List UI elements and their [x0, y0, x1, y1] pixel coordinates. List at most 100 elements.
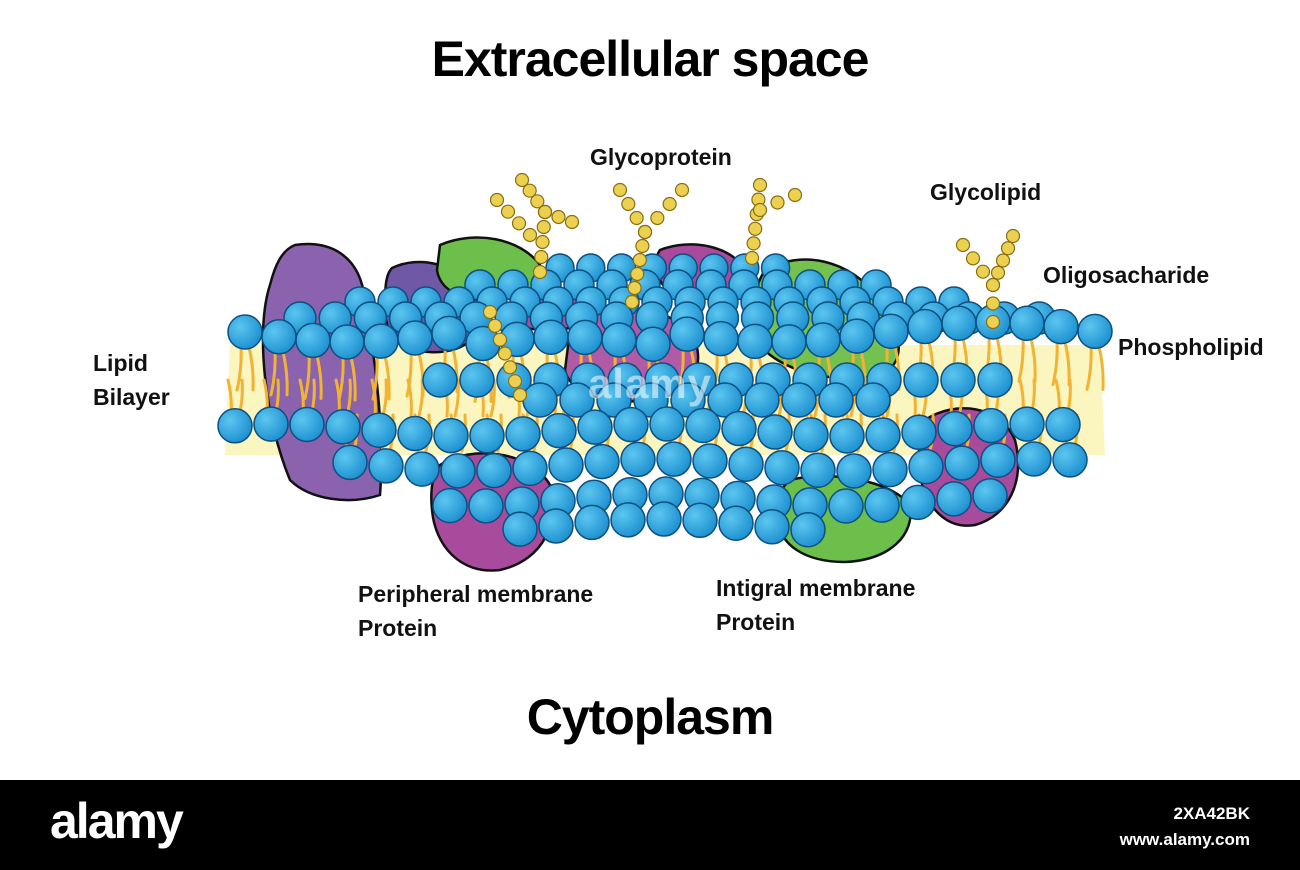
label-lipid-bilayer: Lipid Bilayer: [93, 346, 170, 414]
phospholipid-head: [459, 362, 495, 398]
sugar-bead: [492, 332, 508, 347]
phospholipid-head: [541, 412, 577, 449]
phospholipid-head: [432, 487, 468, 524]
phospholipid-head: [397, 320, 433, 356]
phospholipid-head: [601, 322, 637, 358]
sugar-bead: [522, 183, 537, 198]
sugar-bead: [787, 187, 803, 203]
phospholipid-head: [790, 511, 826, 548]
phospholipid-head: [864, 487, 900, 523]
sugar-bead: [650, 210, 665, 226]
phospholipid-head: [289, 406, 325, 443]
phospholipid-head: [873, 313, 909, 349]
sugar-bead: [536, 219, 551, 235]
label-lipid-bilayer-line2: Bilayer: [93, 384, 170, 410]
sugar-bead: [534, 249, 549, 265]
sugar-bead: [514, 172, 530, 188]
sugar-bead: [744, 250, 760, 266]
label-lipid-bilayer-line1: Lipid: [93, 350, 148, 376]
sugar-bead: [955, 237, 971, 253]
sugar-bead: [512, 387, 528, 403]
sugar-bead: [630, 266, 645, 282]
label-integral-line1: Intigral membrane: [716, 575, 916, 601]
sugar-bead: [500, 204, 516, 219]
sugar-bead: [482, 304, 498, 320]
label-integral-membrane-protein: Intigral membrane Protein: [716, 571, 915, 639]
phospholipid-head: [900, 484, 936, 521]
phospholipid-head: [865, 417, 901, 453]
phospholipid-head: [728, 446, 764, 482]
phospholipid-head: [805, 322, 841, 358]
phospholipid-head: [1043, 308, 1079, 345]
phospholipid-head: [295, 322, 331, 359]
phospholipid-head: [533, 319, 569, 355]
phospholipid-head: [973, 407, 1009, 444]
sugar-bead: [632, 252, 647, 268]
phospholipid-head: [744, 382, 780, 418]
phospholipid-head: [685, 407, 721, 444]
phospholipid-head: [1077, 313, 1113, 350]
sugar-bead: [551, 209, 566, 225]
phospholipid-head: [613, 406, 649, 443]
phospholipid-head: [596, 382, 632, 418]
label-peripheral-line2: Protein: [358, 615, 438, 641]
phospholipid-heads: [217, 253, 1113, 548]
sugar-bead: [746, 236, 761, 251]
phospholipid-head: [718, 505, 754, 541]
label-phospholipid: Phospholipid: [1118, 334, 1264, 360]
phospholipid-head: [692, 443, 728, 479]
phospholipid-head: [620, 441, 656, 478]
lipid-tail: [281, 350, 289, 397]
phospholipid-head: [737, 323, 773, 360]
phospholipid-head: [505, 416, 541, 452]
sugar-bead: [990, 265, 1006, 280]
sugar-bead: [522, 227, 538, 243]
lipid-tail: [1051, 340, 1059, 387]
phospholipid-head: [836, 453, 872, 489]
phospholipid-head: [574, 504, 610, 541]
phospholipid-head: [764, 449, 800, 486]
lipid-tail: [406, 378, 413, 418]
title-extracellular-space: Extracellular space: [431, 31, 870, 87]
lipid-tail: [235, 345, 243, 392]
sugar-bead: [532, 264, 548, 280]
lipid-tail: [453, 378, 460, 418]
phospholipid-head: [476, 452, 512, 489]
phospholipid-head: [422, 362, 458, 398]
phospholipid-head: [261, 319, 297, 355]
phospholipid-head: [440, 453, 476, 489]
phospholipid-head: [433, 417, 469, 454]
phospholipid-head: [1016, 441, 1052, 477]
sugar-bead: [624, 294, 640, 310]
lipid-tail: [405, 351, 413, 398]
footer-image-id: 2XA42BK: [1173, 804, 1250, 823]
sugar-bead: [621, 196, 636, 212]
lipid-tail: [1085, 344, 1093, 391]
phospholipid-head: [669, 316, 705, 352]
sugar-bead: [1005, 228, 1021, 244]
sugar-bead: [674, 182, 690, 198]
phospholipid-head: [502, 511, 538, 547]
lipid-tail: [381, 378, 388, 418]
phospholipid-head: [703, 320, 739, 357]
lipid-tail: [315, 353, 323, 400]
title-cytoplasm: Cytoplasm: [526, 689, 775, 745]
phospholipid-head: [567, 319, 603, 356]
phospholipid-head: [1009, 305, 1045, 341]
phospholipid-head: [431, 315, 467, 352]
phospholipid-head: [368, 448, 404, 484]
phospholipid-head: [872, 451, 908, 488]
sugar-bead: [975, 264, 991, 279]
phospholipid-head: [584, 443, 620, 480]
phospholipid-head: [559, 382, 595, 418]
lipid-tail: [269, 350, 277, 397]
sugar-bead: [487, 318, 503, 333]
label-peripheral-line1: Peripheral membrane: [358, 581, 594, 607]
sugar-bead: [985, 296, 1001, 311]
phospholipid-head: [977, 362, 1013, 398]
sugar-bead: [662, 196, 677, 212]
phospholipid-head: [656, 441, 692, 477]
sugar-bead: [629, 210, 644, 226]
phospholipid-head: [907, 308, 943, 345]
phospholipid-head: [468, 488, 504, 524]
